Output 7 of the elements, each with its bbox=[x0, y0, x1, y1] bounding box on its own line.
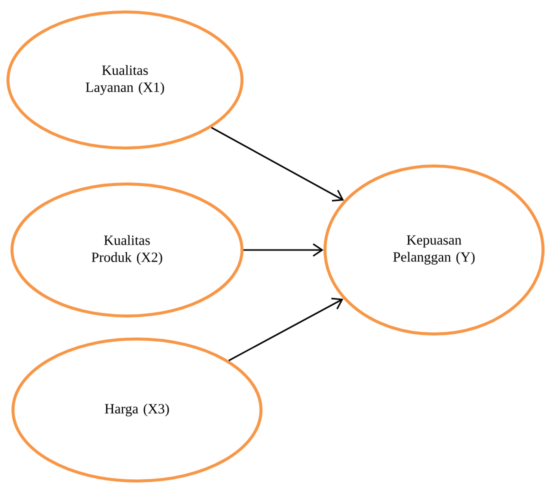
ellipse-node: Kualitas Layanan (X1) bbox=[6, 10, 244, 150]
arrow bbox=[244, 243, 324, 257]
ellipse-node: Harga (X3) bbox=[12, 338, 262, 482]
arrow bbox=[228, 298, 344, 362]
ellipse-node: Kualitas Produk (X2) bbox=[10, 182, 244, 318]
ellipse-node: Kepuasan Pelanggan (Y) bbox=[324, 164, 544, 336]
arrow bbox=[211, 126, 344, 202]
